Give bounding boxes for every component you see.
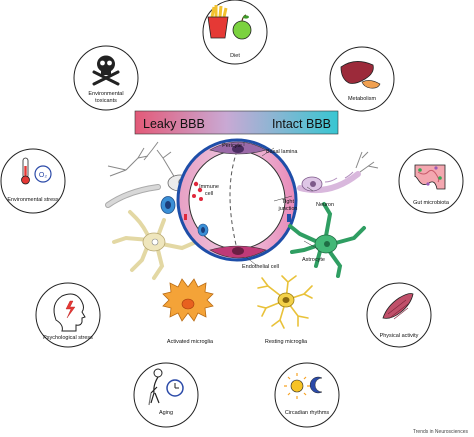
- leader-lines: [243, 142, 319, 266]
- physical-activity-label: Physical activity: [380, 333, 419, 339]
- resting-microglia-label: Resting microglia: [265, 339, 308, 345]
- bbb-banner: Leaky BBB Intact BBB: [134, 110, 339, 135]
- svg-text:O₂: O₂: [39, 172, 47, 179]
- liver-pancreas-icon: [340, 61, 381, 89]
- basal-lamina-label: Basal lamina: [266, 149, 298, 155]
- factor-circadian: Circadian rhythms: [274, 362, 340, 428]
- pericyte-label: Pericyte: [222, 143, 242, 149]
- intestine-icon: [414, 164, 446, 190]
- head-lightning-icon: [53, 293, 86, 332]
- elderly-clock-icon: [148, 368, 184, 406]
- skull-crossbones-icon: [92, 55, 120, 86]
- factor-diet: Diet: [202, 0, 268, 65]
- endothelial-cell-label: Endothelial cell: [242, 264, 279, 270]
- leaky-bbb-label: Leaky BBB: [143, 117, 205, 131]
- immune-cell-label-line2: cell: [205, 191, 213, 197]
- factor-aging: Aging: [133, 362, 199, 428]
- factor-environmental-toxicants: Environmental toxicants: [73, 45, 139, 111]
- immune-cell-outside: [160, 196, 176, 214]
- aging-label: Aging: [159, 410, 173, 416]
- intact-bbb-label: Intact BBB: [272, 117, 331, 131]
- environmental-toxicants-label-line1: Environmental: [88, 91, 123, 97]
- tight-junction-label-line2: junction: [278, 206, 298, 212]
- thermometer-o2-icon: O₂: [21, 157, 52, 185]
- environmental-stress-label: Environmental stress: [7, 197, 59, 203]
- blood-vessel: [176, 138, 298, 262]
- factor-environmental-stress: O₂ Environmental stress: [0, 148, 66, 214]
- immune-cell-label-line1: Immune: [199, 184, 219, 190]
- muscle-icon: [382, 293, 414, 320]
- diet-label: Diet: [230, 53, 240, 59]
- sun-moon-icon: [284, 373, 323, 399]
- activated-microglia: [162, 278, 214, 322]
- factor-physical-activity: Physical activity: [366, 282, 432, 348]
- circadian-rhythms-label: Circadian rhythms: [285, 410, 330, 416]
- environmental-toxicants-label-line2: toxicants: [95, 98, 117, 104]
- neuron-label: Neuron: [316, 202, 334, 208]
- left-astrocyte: [112, 210, 198, 280]
- right-neuron: [297, 151, 379, 194]
- right-astrocyte: [288, 202, 366, 278]
- metabolism-label: Metabolism: [348, 96, 377, 102]
- fries-and-apple-icon: [207, 5, 252, 40]
- tight-junction-label-line1: Tight: [282, 199, 294, 205]
- gut-microbiota-label: Gut microbiota: [413, 200, 450, 206]
- bbb-scene: Pericyte Basal lamina Immune cell Tight …: [105, 138, 379, 345]
- journal-credit: Trends in Neurosciences: [413, 429, 469, 435]
- factor-gut: Gut microbiota: [398, 148, 464, 214]
- psychological-stress-label: Psychological stress: [43, 335, 93, 341]
- resting-microglia: [257, 275, 313, 329]
- factor-psychological-stress: Psychological stress: [35, 282, 101, 348]
- factor-metabolism: Metabolism: [329, 46, 395, 112]
- astrocyte-label: Astrocyte: [302, 257, 325, 263]
- activated-microglia-label: Activated microglia: [167, 339, 214, 345]
